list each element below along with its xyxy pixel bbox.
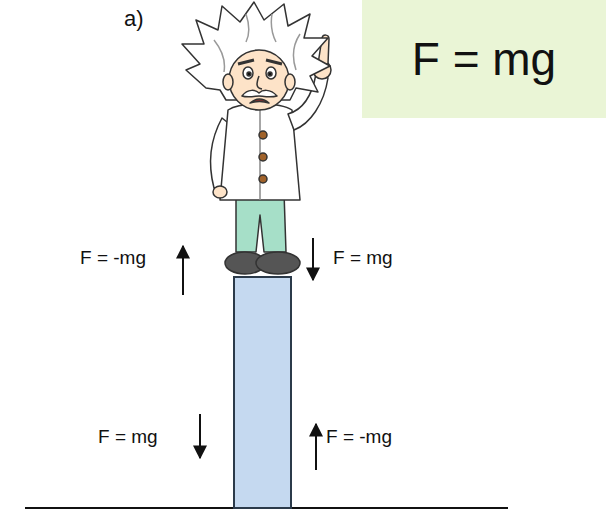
scientist-figure xyxy=(182,2,331,274)
force-arrow xyxy=(315,424,317,470)
force-arrow xyxy=(199,414,201,458)
formula-box: F = mg xyxy=(362,0,606,118)
formula-text: F = mg xyxy=(412,32,556,86)
force-label: F = -mg xyxy=(326,426,392,448)
force-label: F = mg xyxy=(98,426,158,448)
pillar xyxy=(234,277,291,508)
panel-label: a) xyxy=(124,6,144,32)
force-label: F = mg xyxy=(333,247,393,269)
force-arrow xyxy=(182,246,184,295)
force-arrow xyxy=(312,238,314,280)
force-label: F = -mg xyxy=(80,247,146,269)
